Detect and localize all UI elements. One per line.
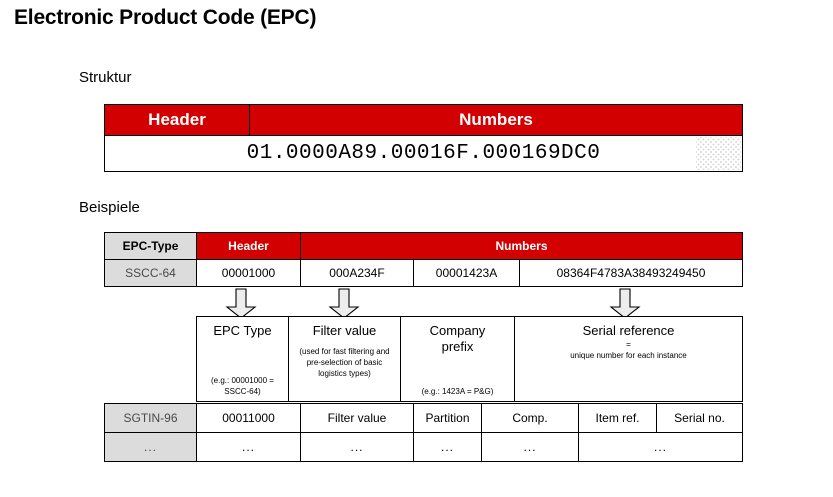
desc-title-company-prefix: prefix [441, 339, 474, 354]
hatch-pattern-decoration [696, 137, 741, 170]
desc-sub-serial-reference: = unique number for each instance [570, 340, 687, 360]
desc-spacer [293, 339, 396, 346]
desc-cell-epc-type: EPC Type (e.g.: 00001000 = SSCC-64) [196, 316, 289, 402]
table-row: SGTIN-96 00011000 Filter value Partition… [104, 403, 743, 433]
col-header-epc-type: EPC-Type [104, 232, 197, 260]
cell-ellipsis-item-serial: ... [578, 432, 743, 462]
desc-title-serial-reference: Serial reference [582, 323, 675, 338]
desc-sub-filter-value: (used for fast filtering and pre-selecti… [299, 347, 390, 378]
struktur-epc-value: 01.0000A89.00016F.000169DC0 [246, 142, 601, 165]
desc-cell-company-prefix: Company prefix (e.g.: 1423A = P&G) [400, 316, 515, 402]
down-arrow-icon [608, 288, 642, 320]
page-title: Electronic Product Code (EPC) [14, 6, 317, 29]
cell-sgtin96-filter-value: Filter value [300, 403, 414, 433]
table-row: EPC Type (e.g.: 00001000 = SSCC-64) Filt… [196, 316, 743, 402]
cell-sgtin96-header: 00011000 [196, 403, 301, 433]
description-table: EPC Type (e.g.: 00001000 = SSCC-64) Filt… [196, 316, 743, 402]
down-arrow-icon [224, 288, 258, 320]
row-label-sscc64: SSCC-64 [104, 259, 197, 287]
desc-title-company: Company [429, 323, 486, 338]
desc-title-filter-value: Filter value [312, 323, 377, 338]
cell-sscc64-company-prefix: 00001423A [413, 259, 520, 287]
table-row: Header Numbers [104, 104, 743, 136]
struktur-value-cell: 01.0000A89.00016F.000169DC0 [104, 135, 743, 172]
cell-sgtin96-comp: Comp. [481, 403, 579, 433]
cell-sgtin96-item-ref: Item ref. [578, 403, 657, 433]
cell-sscc64-serial-reference: 08364F4783A38493249450 [519, 259, 743, 287]
row-label-sgtin96: SGTIN-96 [104, 403, 197, 433]
cell-sscc64-header: 00001000 [196, 259, 301, 287]
row-label-ellipsis: ... [104, 432, 197, 462]
col-header-header: Header [196, 232, 301, 260]
desc-example-epc-type: (e.g.: 00001000 = SSCC-64) [211, 376, 274, 396]
desc-cell-serial-reference: Serial reference = unique number for eac… [514, 316, 743, 402]
desc-example-company-prefix: (e.g.: 1423A = P&G) [421, 387, 494, 396]
down-arrow-icon [327, 288, 361, 320]
col-header-numbers: Numbers [300, 232, 743, 260]
cell-ellipsis-header: ... [196, 432, 301, 462]
cell-sgtin96-serial-no: Serial no. [656, 403, 743, 433]
desc-cell-filter-value: Filter value (used for fast filtering an… [288, 316, 401, 402]
beispiele-bottom-table: SGTIN-96 00011000 Filter value Partition… [104, 403, 743, 462]
cell-ellipsis-filter-value: ... [300, 432, 414, 462]
table-row: 01.0000A89.00016F.000169DC0 [104, 135, 743, 172]
cell-ellipsis-partition: ... [413, 432, 482, 462]
cell-ellipsis-comp: ... [481, 432, 579, 462]
desc-title-epc-type: EPC Type [213, 323, 272, 338]
struktur-header-cell-numbers: Numbers [249, 104, 743, 136]
table-row: ... ... ... ... ... ... [104, 432, 743, 462]
section-label-struktur: Struktur [79, 69, 132, 86]
table-row: SSCC-64 00001000 000A234F 00001423A 0836… [104, 259, 743, 287]
struktur-header-cell-header: Header [104, 104, 250, 136]
beispiele-top-table: EPC-Type Header Numbers SSCC-64 00001000… [104, 232, 743, 287]
cell-sgtin96-partition: Partition [413, 403, 482, 433]
section-label-beispiele: Beispiele [79, 199, 140, 216]
struktur-table: Header Numbers 01.0000A89.00016F.000169D… [104, 104, 743, 172]
table-row: EPC-Type Header Numbers [104, 232, 743, 260]
cell-sscc64-filter: 000A234F [300, 259, 414, 287]
